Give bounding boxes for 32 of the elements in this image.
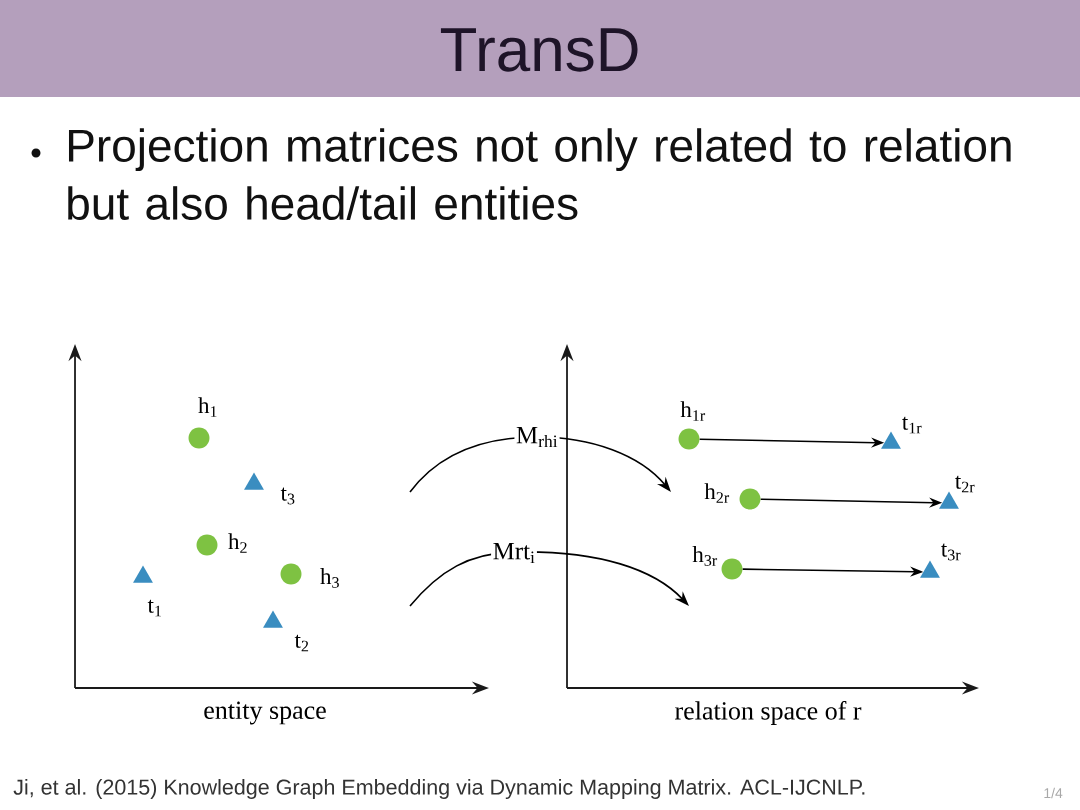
point-label: h$_{2}$ [228, 533, 247, 553]
point-label: h$_{3r}$ [692, 546, 718, 566]
arrow-label: M$_{rhi}$ [514, 425, 560, 449]
triangle-marker [263, 610, 283, 628]
arrow-label: Mrt$_{i}$ [491, 541, 537, 565]
point-label: t$_{2r}$ [955, 475, 975, 493]
bullet-text: Projection matrices not only related to relation but also head/tail entities [68, 128, 1011, 220]
triangle-marker [881, 431, 901, 449]
point-label: h$_{1r}$ [680, 401, 706, 421]
triangle-marker [244, 472, 264, 490]
title-banner: TransD [0, 0, 1080, 97]
point-label: t$_{1}$ [147, 599, 161, 617]
triangle-marker [920, 560, 940, 578]
point-label: h$_{1}$ [198, 397, 217, 417]
dot [280, 563, 302, 585]
point-label: h$_{2r}$ [704, 483, 730, 503]
point-label: t$_{3r}$ [941, 543, 961, 561]
triangle-marker [939, 491, 959, 509]
axis-caption: entity space [204, 701, 326, 725]
triangle-marker [133, 565, 153, 583]
point-label: t$_{3}$ [280, 487, 295, 505]
dot [678, 428, 700, 450]
point-label: t$_{2}$ [294, 634, 309, 652]
citation: Ji, et al. (2015) Knowledge Graph Embedding via Dynamic Mapping Matrix. ACL-IJCNLP. [13, 779, 865, 799]
point-label: h$_{3}$ [320, 568, 339, 588]
axis-caption: relation space of r [675, 701, 862, 725]
dot [739, 488, 761, 510]
dot [721, 558, 743, 580]
dot [196, 534, 218, 556]
page-number: 1/4 [1044, 787, 1063, 799]
point-label: t$_{1r}$ [902, 416, 922, 434]
dot [188, 427, 210, 449]
